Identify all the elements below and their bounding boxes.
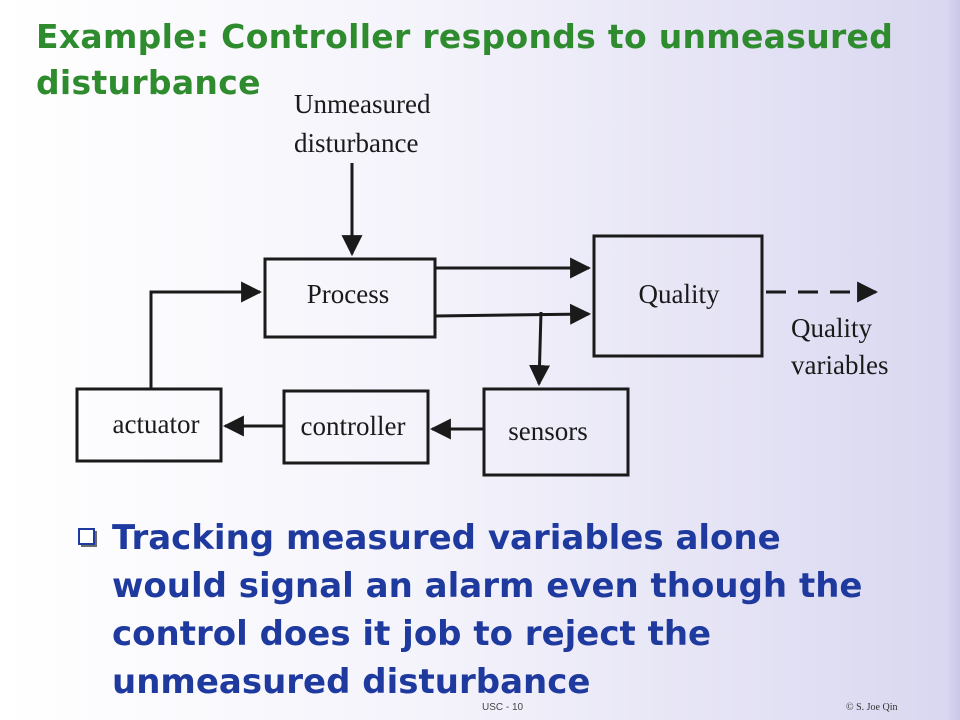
- disturbance-label-line-1: Unmeasured: [294, 89, 431, 119]
- bullet-point: Tracking measured variables alone would …: [76, 514, 936, 706]
- process-box: [263, 257, 437, 339]
- measurement-to-sensors-arrow: [529, 311, 551, 387]
- quality-variables-label-line-1: Quality: [791, 313, 872, 343]
- slide-title: Example: Controller responds to unmeasur…: [36, 14, 916, 106]
- sensors-label: sensors: [508, 416, 588, 446]
- slide-title-line-1: Example: Controller responds to unmeasur…: [36, 17, 894, 56]
- bullet-text: Tracking measured variables alone would …: [76, 514, 936, 706]
- actuator-box: [75, 387, 223, 463]
- footer-slide-number: USC - 10: [482, 702, 524, 713]
- process-to-quality-arrow-bottom: [434, 303, 592, 325]
- sensors-box: [482, 387, 630, 477]
- controller-label: controller: [301, 411, 406, 441]
- slide-edge-bar: [946, 0, 960, 720]
- slide-title-line-2: disturbance: [36, 63, 261, 102]
- actuator-to-process-arrow: [149, 281, 263, 389]
- checkbox-bullet-icon: [78, 528, 97, 547]
- disturbance-label-line-2: disturbance: [294, 128, 418, 158]
- quality-box: [592, 234, 764, 358]
- bullet-line-1: Tracking measured variables alone: [112, 518, 781, 558]
- quality-label: Quality: [639, 279, 720, 309]
- bullet-line-4: unmeasured disturbance: [112, 662, 591, 702]
- bullet-line-3: control does it job to reject the: [112, 614, 712, 654]
- actuator-label: actuator: [113, 409, 200, 439]
- bullet-line-2: would signal an alarm even though the: [112, 566, 863, 606]
- quality-variables-label-line-2: variables: [791, 350, 888, 380]
- footer-copyright: © S. Joe Qin: [846, 702, 898, 713]
- process-label: Process: [307, 279, 390, 309]
